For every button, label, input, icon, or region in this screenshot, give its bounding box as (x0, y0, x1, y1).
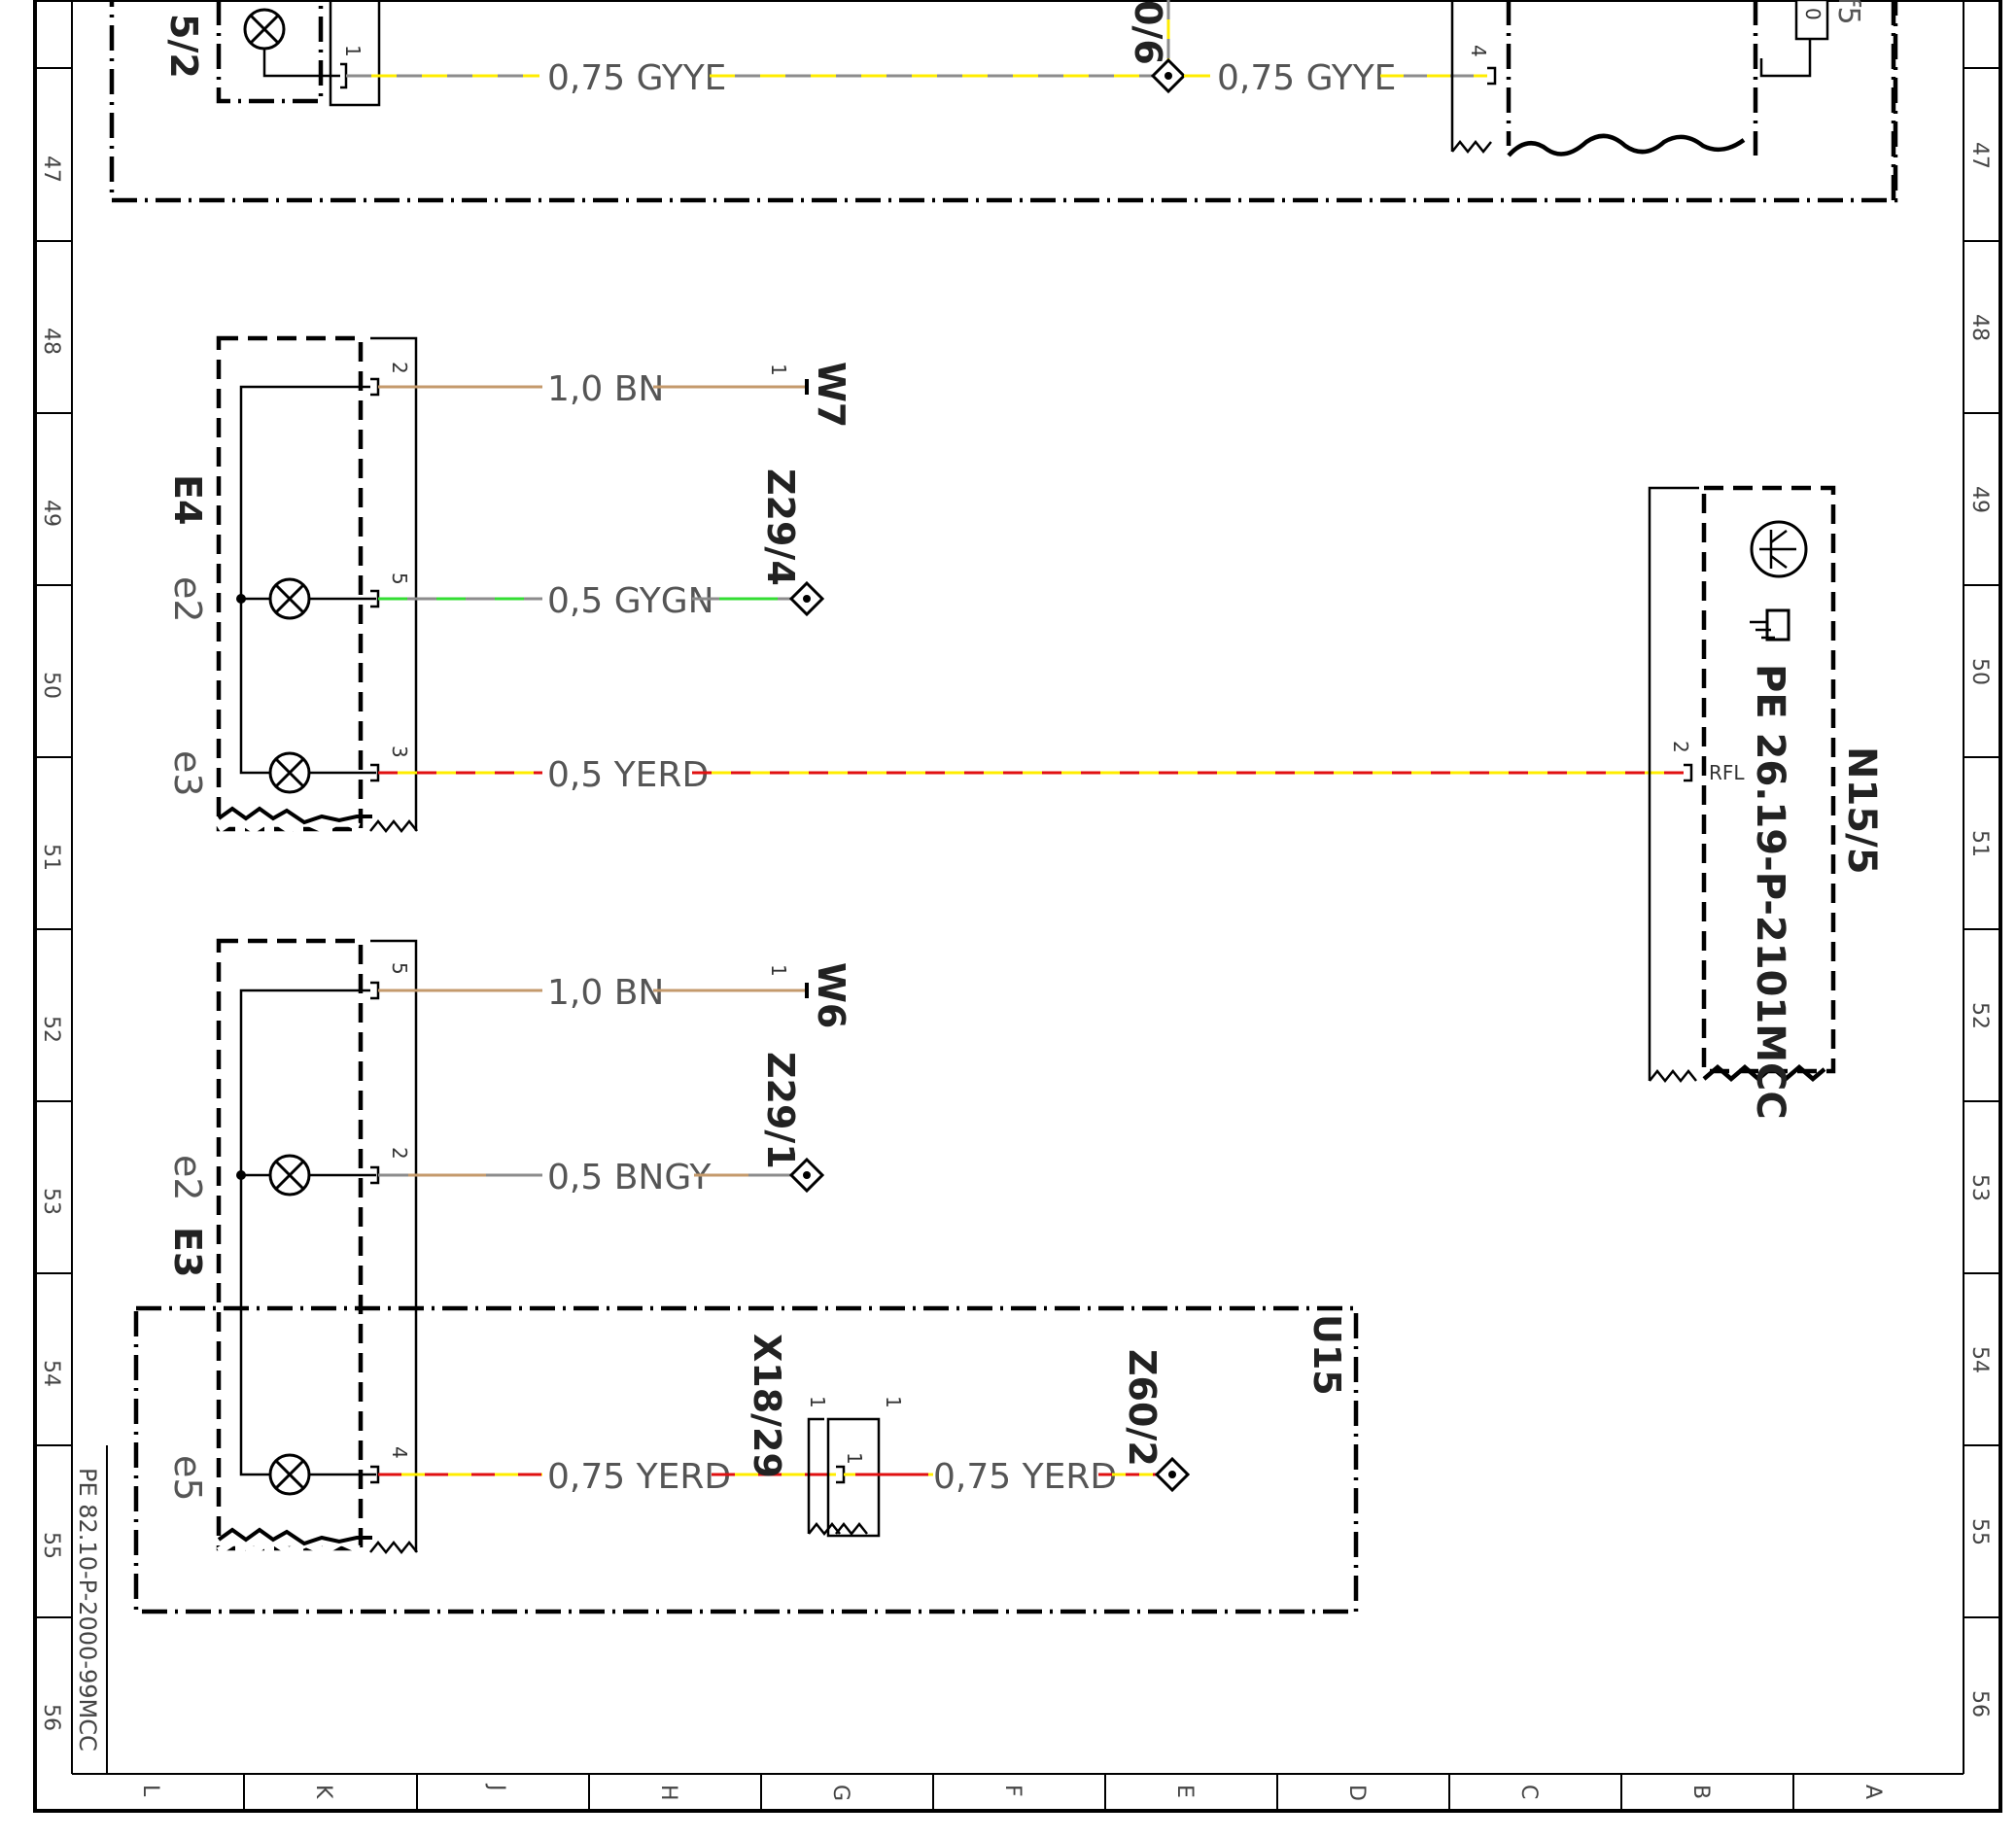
row-label: 47 (39, 156, 63, 183)
col-label: D (1344, 1785, 1369, 1801)
row-label: 49 (1967, 486, 1992, 513)
ground-label-w7: W7 (810, 362, 852, 428)
row-label: 56 (39, 1704, 63, 1731)
wire-label: 0,75 GYYE (1217, 58, 1396, 98)
row-label: 49 (39, 500, 63, 527)
pin-label: 2 (388, 1147, 411, 1160)
component-label-n15-5: N15/5 (1839, 746, 1884, 875)
row-label: 53 (39, 1188, 63, 1215)
pin-label: 4 (388, 1446, 411, 1459)
row-label: 51 (39, 844, 63, 871)
pin-label: 5 (388, 962, 411, 975)
col-label: A (1860, 1785, 1885, 1799)
pin-label: 1 (767, 364, 790, 376)
component-n15-5: 2 RFL PE 26.19-P-2101MCC N15/5 (1648, 485, 1884, 1120)
row-label: 51 (1967, 830, 1992, 857)
pin-label: 5 (388, 573, 411, 585)
wire-to-z29-4: 0,5 GYGN Z29/4 (378, 468, 825, 621)
row-label: 54 (1967, 1346, 1992, 1373)
row-label: 55 (1967, 1518, 1992, 1545)
pin-label: 3 (388, 746, 411, 758)
wire-label: 0,5 GYGN (547, 581, 714, 621)
pin-label: RFL (1709, 761, 1745, 784)
wire-label: 0,5 YERD (547, 755, 709, 795)
wire-label: 0,75 YERD (547, 1457, 731, 1497)
col-label: B (1688, 1785, 1713, 1799)
col-label: H (656, 1785, 680, 1801)
component-label-u15: U15 (1305, 1314, 1348, 1396)
wire-label: 0,5 BNGY (547, 1158, 712, 1197)
row-label: 50 (39, 672, 63, 699)
pin-label: 2 (388, 362, 411, 374)
col-label: K (311, 1785, 335, 1799)
row-label: 52 (39, 1016, 63, 1043)
row-label: 47 (1967, 142, 1992, 169)
row-label: 55 (39, 1532, 63, 1559)
row-label: 52 (1967, 1002, 1992, 1029)
component-label-e3: E3 (166, 1227, 209, 1277)
col-label: G (828, 1785, 852, 1801)
document-reference-n15: PE 26.19-P-2101MCC (1748, 664, 1792, 1120)
top-circuit: 1 5/2 0,75 GYYE 0/6 0,75 GYYE 4 0 f5 (109, 0, 1898, 203)
pin-label: 0 (1801, 8, 1825, 20)
component-label-e4: E4 (166, 474, 209, 525)
row-label: 48 (1967, 314, 1992, 341)
splice-label-z29-4: Z29/4 (759, 468, 802, 586)
row-label: 50 (1967, 658, 1992, 685)
splice-label-z29-1: Z29/1 (759, 1052, 802, 1169)
wire-label: 1,0 BN (547, 369, 664, 409)
hand-pointer-icon (1750, 608, 1790, 642)
pin-label: 4 (1467, 45, 1490, 57)
lamp-label: e2 (166, 1155, 209, 1201)
splice-label-z60-2: Z60/2 (1121, 1349, 1164, 1467)
wire-to-z29-1: 0,5 BNGY Z29/1 (378, 1052, 825, 1197)
component-e3: E3 e2 e5 5 2 4 (166, 938, 418, 1556)
connector-x18-29: 1 1 1 X18/29 (746, 1334, 933, 1538)
row-label: 54 (39, 1360, 63, 1387)
wire-to-w7: 1,0 BN 1 W7 (378, 362, 852, 428)
connector-label-x18-29: X18/29 (746, 1334, 788, 1478)
pin-label: 1 (767, 964, 790, 977)
transistor-icon (1750, 520, 1808, 578)
col-label: C (1516, 1785, 1541, 1799)
col-label: E (1172, 1785, 1197, 1798)
pin-label: 1 (882, 1396, 905, 1408)
component-label-f5: f5 (1831, 0, 1865, 25)
pin-label: 2 (1669, 741, 1692, 753)
col-label: J (484, 1783, 508, 1791)
component-label-5-2: 5/2 (162, 14, 205, 79)
pin-label: 1 (806, 1396, 829, 1408)
row-label: 48 (39, 328, 63, 355)
component-u15: U15 0,75 YERD 1 1 1 X18/29 0,75 YERD Z60… (133, 1305, 1359, 1614)
component-e4: E4 e2 e3 2 5 3 (166, 335, 418, 834)
col-label: F (1000, 1785, 1025, 1797)
wire-label: 0,75 YERD (933, 1457, 1117, 1497)
ground-label-w6: W6 (810, 962, 852, 1028)
row-label: 56 (1967, 1690, 1992, 1718)
wire-to-n15-5: 0,5 YERD (378, 755, 1684, 795)
wire-label: 1,0 BN (547, 973, 664, 1013)
lamp-label: e5 (166, 1455, 209, 1502)
component-label-0-6: 0/6 (1127, 0, 1169, 65)
wire-label: 0,75 GYYE (547, 58, 726, 98)
sheet-frame: 47 48 49 50 51 52 53 54 55 56 47 48 49 5… (33, 0, 2002, 1813)
col-label: L (138, 1785, 162, 1797)
document-reference: PE 82.10-P-2000-99MCC (74, 1468, 101, 1752)
lamp-label: e2 (166, 576, 209, 623)
pin-label: 1 (341, 45, 365, 57)
wire-to-w6: 1,0 BN 1 W6 (378, 962, 852, 1028)
row-label: 53 (1967, 1174, 1992, 1201)
pin-label: 1 (843, 1452, 866, 1465)
lamp-label: e3 (166, 750, 209, 797)
